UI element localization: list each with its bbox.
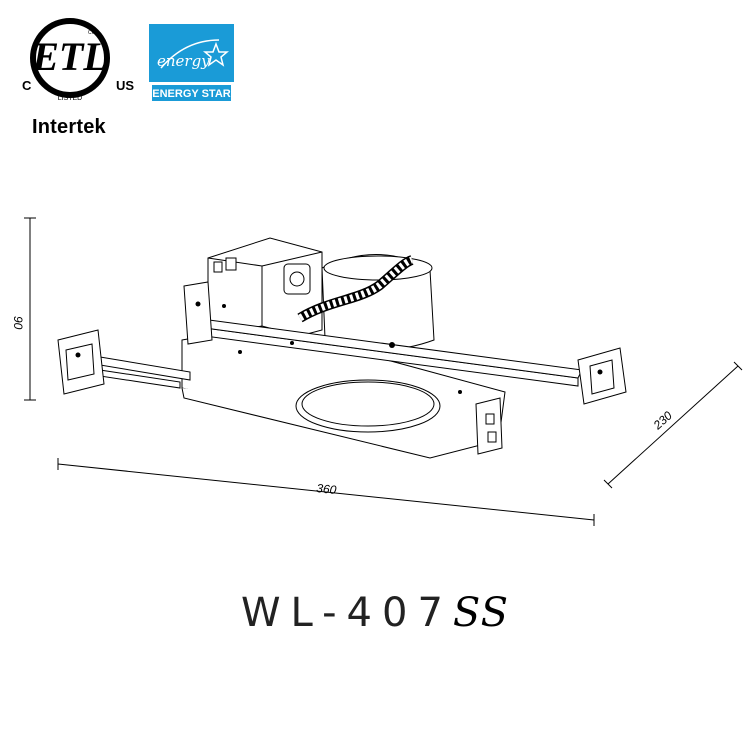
intertek-label: Intertek (32, 116, 106, 138)
energy-star-logo: energy ENERGY STAR (149, 24, 234, 104)
energy-arc-icon (160, 39, 220, 69)
fixture-housing (57, 237, 627, 459)
etl-mark-icon: ETL LISTED CM (30, 18, 110, 102)
star-icon (203, 42, 229, 67)
etl-mark-text: ETL (31, 34, 108, 79)
energy-star-band: ENERGY STAR (149, 82, 234, 104)
dimension-lines (24, 217, 743, 526)
model-number-suffix: SS (452, 590, 510, 636)
energy-script-text: energy (157, 52, 210, 70)
energy-star-label: ENERGY STAR (152, 88, 231, 100)
etl-us-text: US (116, 78, 135, 93)
etl-listed-text: LISTED (58, 95, 83, 102)
model-number: WL-407SS (0, 590, 750, 636)
etl-listed-logo: ETL LISTED CM (22, 18, 140, 140)
depth-dimension-label: 230 (650, 408, 675, 433)
model-number-main: WL-407 (240, 590, 453, 636)
fixture-screws (75, 301, 603, 394)
etl-c-text: C (22, 78, 32, 93)
fixture-technical-drawing: 90 360 230 (11, 217, 743, 526)
width-dimension-label: 360 (316, 481, 338, 497)
etl-cm-text: CM (88, 30, 96, 36)
height-dimension-label: 90 (11, 316, 25, 330)
